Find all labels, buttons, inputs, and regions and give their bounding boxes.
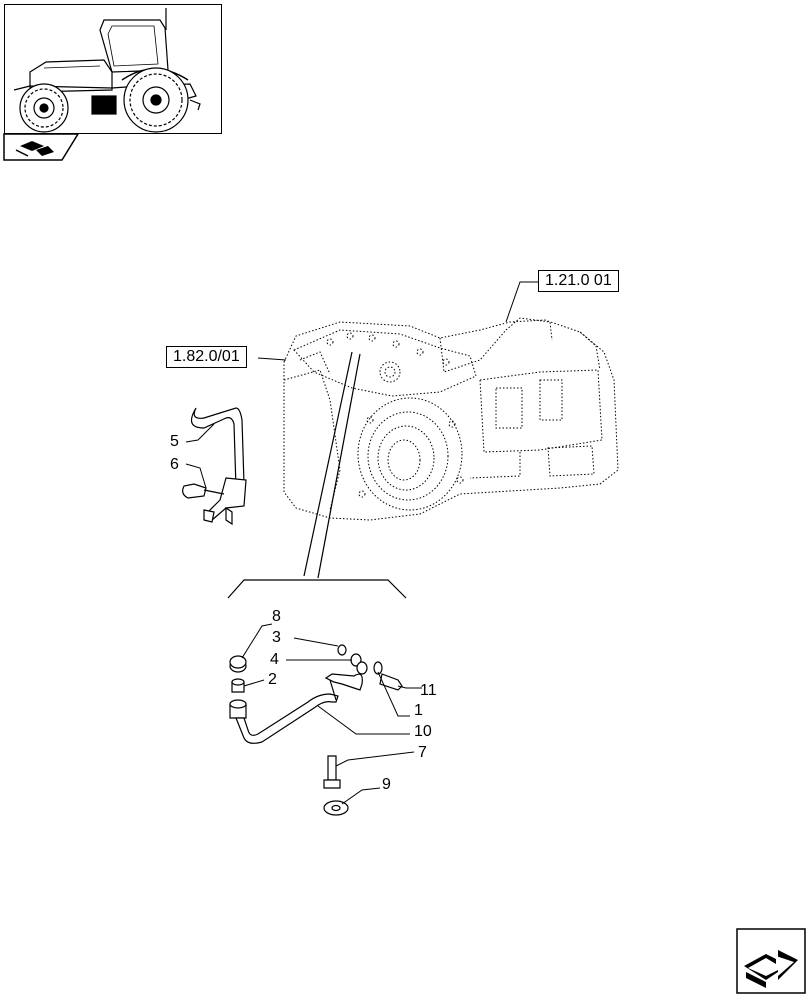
callout-leaders	[185, 423, 422, 805]
reference-lift[interactable]: 1.82.0/01	[166, 346, 247, 368]
callout-8: 8	[272, 608, 281, 625]
next-page-button[interactable]	[736, 928, 806, 994]
callout-11: 11	[420, 682, 437, 699]
tractor-icon	[13, 8, 201, 133]
callout-7: 7	[418, 744, 427, 761]
callout-1: 1	[414, 702, 423, 719]
reference-gearbox[interactable]: 1.21.0 01	[538, 270, 619, 292]
reference-leaders	[257, 281, 540, 361]
zoom-leader	[227, 351, 407, 599]
section-icon	[15, 141, 54, 157]
callout-5: 5	[170, 433, 179, 450]
callout-6: 6	[170, 456, 179, 473]
callout-10: 10	[414, 723, 432, 740]
callout-2: 2	[268, 671, 277, 688]
transmission-housing	[283, 317, 619, 521]
upper-pipe-assembly	[182, 407, 247, 526]
next-arrow-icon	[736, 928, 806, 994]
callout-4: 4	[270, 651, 279, 668]
callout-9: 9	[382, 776, 391, 793]
thumbnail-frame	[4, 4, 222, 134]
detail-assembly	[229, 644, 403, 816]
callout-3: 3	[272, 629, 281, 646]
